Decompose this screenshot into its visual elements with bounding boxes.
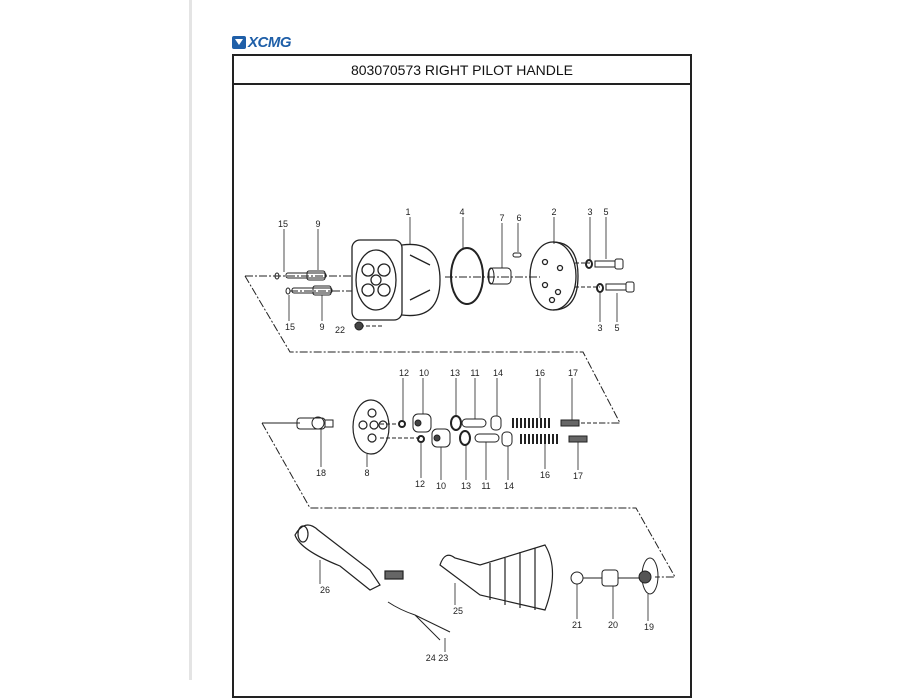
- part-joint-18: [296, 416, 334, 430]
- callout-label: 19: [644, 622, 654, 632]
- group-boundary-top: [244, 275, 621, 424]
- callout-label: 18: [316, 468, 326, 478]
- callout-label: 10: [436, 481, 446, 491]
- page-edge: [189, 0, 192, 680]
- part-wires-24-23: [387, 601, 451, 641]
- part-housing: [351, 239, 441, 321]
- part-o-ring-4: [450, 247, 484, 305]
- logo-text: XCMG: [248, 33, 292, 51]
- part-ring-12: [417, 435, 425, 443]
- callout-label: 17: [568, 368, 578, 378]
- sheet-title: 803070573 RIGHT PILOT HANDLE: [234, 56, 690, 85]
- part-washer-3: [585, 259, 593, 269]
- part-guide-10: [431, 428, 451, 448]
- callout-label: 15: [285, 322, 295, 332]
- part-spring-16: [520, 434, 558, 444]
- callout-label: 15: [278, 219, 288, 229]
- group-boundary-middle: [261, 422, 676, 578]
- part-o-ring-13: [450, 415, 462, 431]
- part-nut-22: [354, 321, 364, 331]
- callout-label: 14: [493, 368, 503, 378]
- callout-label: 11: [481, 481, 490, 491]
- callout-label: 26: [320, 585, 330, 595]
- part-plate-2: [529, 241, 579, 311]
- part-seat-14: [501, 431, 513, 447]
- callout-label: 2: [551, 207, 556, 217]
- part-bolt-5: [594, 258, 624, 270]
- xcmg-logo-icon: [232, 35, 246, 49]
- callout-label: 20: [608, 620, 618, 630]
- callout-label: 6: [516, 213, 521, 223]
- part-bushing-7: [487, 267, 512, 285]
- part-ring-15: [285, 287, 291, 295]
- callout-label: 12: [415, 479, 425, 489]
- part-handle-26: [294, 524, 404, 591]
- part-valve-9: [285, 270, 327, 281]
- xcmg-logo: XCMG: [232, 33, 292, 51]
- part-seat-14: [490, 415, 502, 431]
- callout-label: 10: [419, 368, 429, 378]
- callout-label: 22: [335, 325, 345, 335]
- callout-label: 5: [614, 323, 619, 333]
- callout-label: 11: [470, 368, 479, 378]
- callout-label: 3: [587, 207, 592, 217]
- part-plate-8: [352, 399, 390, 455]
- callout-label: 12: [399, 368, 409, 378]
- callout-label: 9: [319, 322, 324, 332]
- part-spring-16: [512, 418, 550, 428]
- part-plunger-11: [461, 418, 487, 428]
- part-cam-19: [638, 557, 659, 595]
- callout-label: 13: [450, 368, 460, 378]
- part-o-ring-13: [459, 430, 471, 446]
- part-spring-17: [560, 419, 580, 427]
- part-washer-3: [596, 283, 604, 293]
- callout-label: 17: [573, 471, 583, 481]
- callout-label: 8: [364, 468, 369, 478]
- part-guide-10: [412, 413, 432, 433]
- part-ring-15: [274, 272, 280, 280]
- part-spring-17: [568, 435, 588, 443]
- callout-label: 16: [535, 368, 545, 378]
- callout-label: 16: [540, 470, 550, 480]
- callout-label: 5: [603, 207, 608, 217]
- callout-label: 25: [453, 606, 463, 616]
- part-bolt-5: [605, 281, 635, 293]
- part-coupling-20: [601, 569, 619, 587]
- callout-label: 21: [572, 620, 582, 630]
- callout-label: 4: [459, 207, 464, 217]
- part-boot-25: [439, 544, 554, 611]
- part-plunger-11: [474, 433, 500, 443]
- callout-label: 14: [504, 481, 514, 491]
- callout-label: 1: [405, 207, 410, 217]
- callout-label: 13: [461, 481, 471, 491]
- callout-label: 7: [499, 213, 504, 223]
- part-nut-21: [570, 571, 584, 585]
- callout-label: 9: [315, 219, 320, 229]
- callout-label: 24 23: [426, 653, 449, 663]
- part-ring-12: [398, 420, 406, 428]
- callout-label: 3: [597, 323, 602, 333]
- part-pin-6: [512, 252, 522, 258]
